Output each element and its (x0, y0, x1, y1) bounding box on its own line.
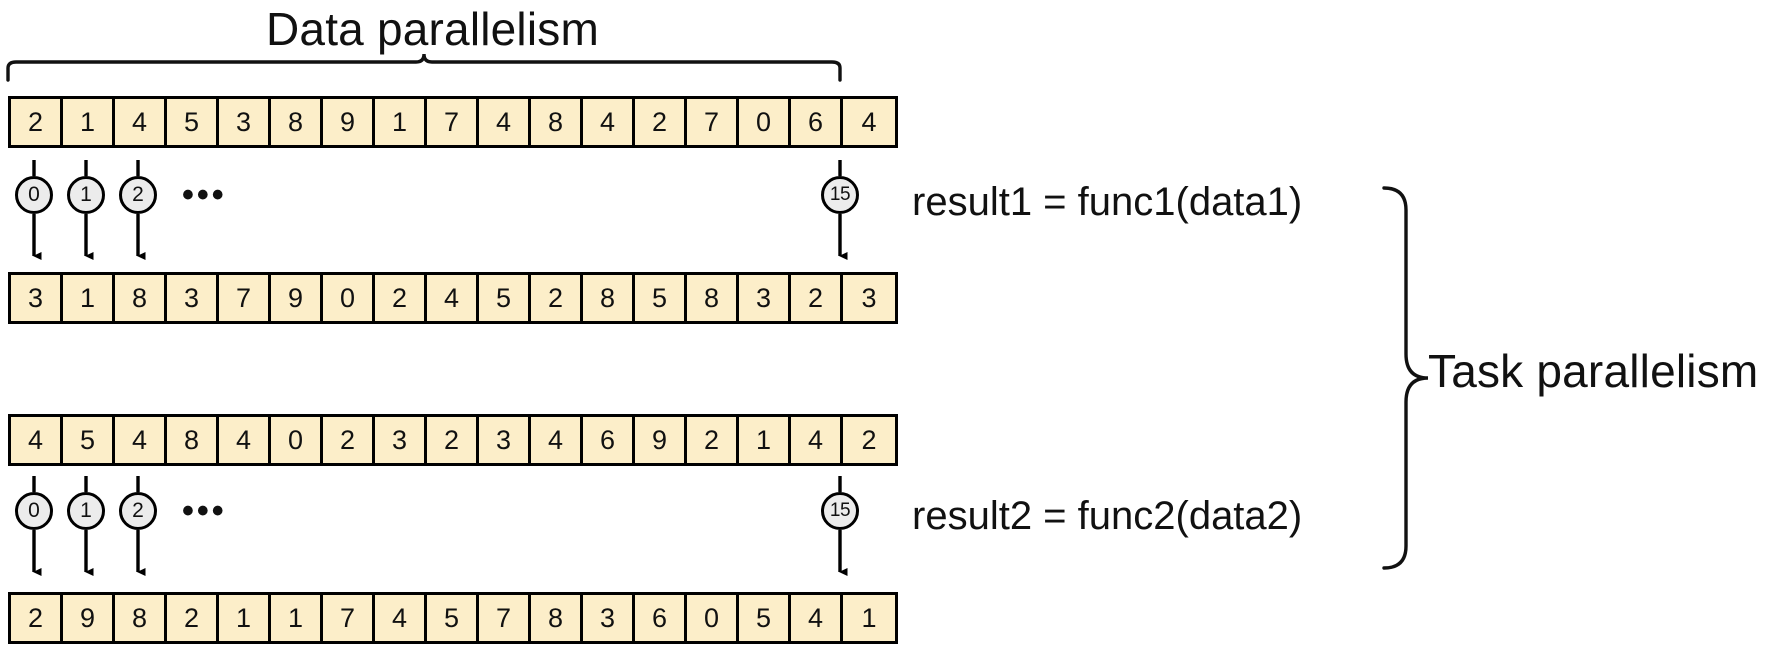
index-arrow-lines (32, 476, 848, 577)
array-cell: 4 (115, 99, 167, 145)
array-cell: 4 (583, 99, 635, 145)
array-cell: 4 (791, 417, 843, 463)
array-cell: 6 (583, 417, 635, 463)
array-cell: 8 (271, 99, 323, 145)
array-cell: 7 (427, 99, 479, 145)
array-cell: 2 (843, 417, 895, 463)
array-cell: 8 (167, 417, 219, 463)
ellipsis: ••• (182, 176, 227, 214)
array-cell: 1 (219, 595, 271, 641)
array-cell: 0 (687, 595, 739, 641)
index-circle-0: 0 (15, 492, 53, 530)
array-cell: 4 (531, 417, 583, 463)
array-cell: 9 (635, 417, 687, 463)
array-cell: 0 (323, 275, 375, 321)
array-cell: 3 (167, 275, 219, 321)
index-arrow-group: 0 1 2 ••• 15 (0, 160, 900, 268)
array-cell: 8 (687, 275, 739, 321)
array-cell: 8 (531, 99, 583, 145)
array-cell: 4 (791, 595, 843, 641)
data-parallelism-brace (6, 53, 842, 82)
data-parallelism-title: Data parallelism (266, 3, 599, 55)
array-cell: 6 (635, 595, 687, 641)
index-arrow-lines (32, 160, 848, 261)
array-cell: 1 (843, 595, 895, 641)
index-circle-2: 2 (119, 492, 157, 530)
ellipsis: ••• (182, 492, 227, 530)
array-cell: 9 (323, 99, 375, 145)
array-cell: 3 (375, 417, 427, 463)
array-cell: 2 (11, 595, 63, 641)
array-cell: 6 (791, 99, 843, 145)
array-cell: 7 (687, 99, 739, 145)
array-cell: 8 (115, 275, 167, 321)
array-cell: 0 (739, 99, 791, 145)
array-cell: 3 (11, 275, 63, 321)
array-cell: 8 (583, 275, 635, 321)
array-cell: 4 (115, 417, 167, 463)
array-cell: 4 (427, 275, 479, 321)
array-cell: 1 (271, 595, 323, 641)
array-cell: 4 (11, 417, 63, 463)
array-cell: 3 (583, 595, 635, 641)
index-circle-1: 1 (67, 492, 105, 530)
array-cell: 3 (739, 275, 791, 321)
index-circle-15: 15 (821, 176, 859, 214)
index-circle-15: 15 (821, 492, 859, 530)
result2-expression: result2 = func2(data2) (912, 494, 1303, 538)
array-cell: 2 (167, 595, 219, 641)
array-cell: 5 (739, 595, 791, 641)
array-cell: 5 (635, 275, 687, 321)
array-cell: 4 (479, 99, 531, 145)
task-parallelism-title: Task parallelism (1428, 345, 1759, 397)
result1-expression: result1 = func1(data1) (912, 180, 1303, 224)
array-cell: 2 (687, 417, 739, 463)
array-cell: 2 (11, 99, 63, 145)
array-cell: 3 (219, 99, 271, 145)
task-parallelism-brace (1382, 186, 1429, 570)
array-cell: 4 (843, 99, 895, 145)
array-cell: 1 (375, 99, 427, 145)
array-cell: 7 (323, 595, 375, 641)
array-cell: 4 (219, 417, 271, 463)
array-cell: 1 (63, 275, 115, 321)
array-cell: 2 (531, 275, 583, 321)
index-circle-0: 0 (15, 176, 53, 214)
index-circle-1: 1 (67, 176, 105, 214)
array-cell: 5 (479, 275, 531, 321)
array-cell: 4 (375, 595, 427, 641)
array-cell: 8 (531, 595, 583, 641)
array-cell: 3 (843, 275, 895, 321)
array-cell: 7 (479, 595, 531, 641)
index-arrow-group: 0 1 2 ••• 15 (0, 476, 900, 584)
array-cell: 5 (167, 99, 219, 145)
array-cell: 3 (479, 417, 531, 463)
array-cell: 2 (323, 417, 375, 463)
array-cell: 7 (219, 275, 271, 321)
index-circle-2: 2 (119, 176, 157, 214)
array-cell: 0 (271, 417, 323, 463)
array-cell: 2 (375, 275, 427, 321)
array-cell: 2 (427, 417, 479, 463)
array-cell: 8 (115, 595, 167, 641)
array-cell: 5 (427, 595, 479, 641)
array-cell: 9 (63, 595, 115, 641)
array-cell: 1 (739, 417, 791, 463)
array-cell: 2 (791, 275, 843, 321)
array-cell: 9 (271, 275, 323, 321)
array-cell: 1 (63, 99, 115, 145)
array-cell: 2 (635, 99, 687, 145)
array-cell: 5 (63, 417, 115, 463)
